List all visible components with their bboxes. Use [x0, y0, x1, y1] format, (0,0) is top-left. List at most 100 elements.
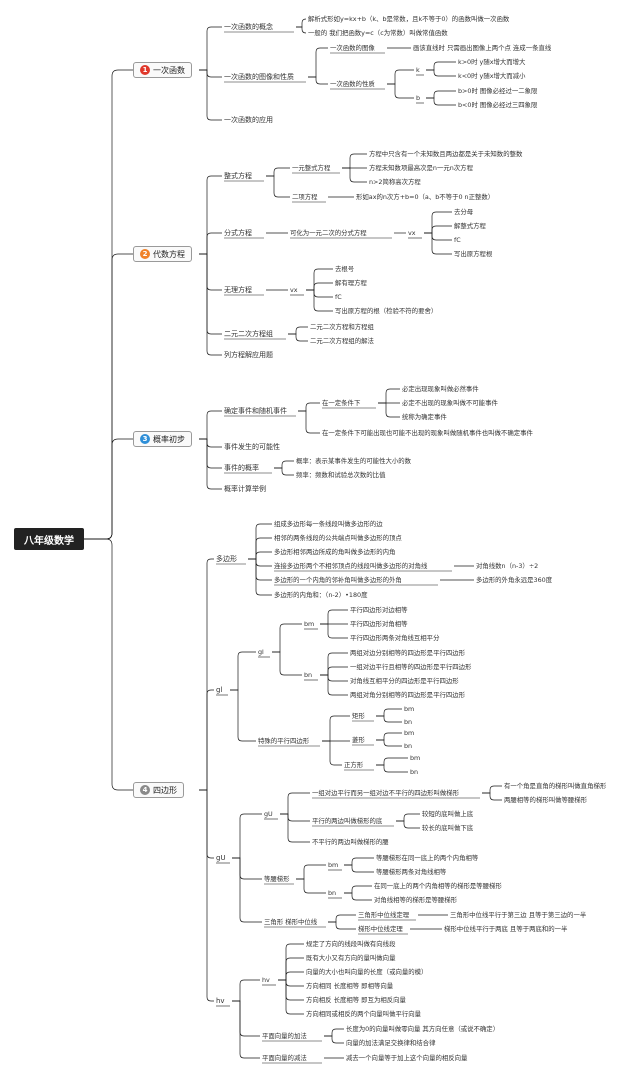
node-d2b2m[interactable]: bm: [404, 729, 415, 737]
node-d2[interactable]: gl: [216, 686, 223, 694]
node-b1a3[interactable]: n>2简称高次方程: [369, 178, 421, 186]
branch-quadrilaterals[interactable]: 4 四边形: [133, 782, 184, 798]
node-d1d[interactable]: 连接多边形两个不相邻顶点的线段叫做多边形的对角线: [274, 562, 428, 570]
node-c1a[interactable]: 在一定条件下: [322, 399, 361, 407]
node-d2b[interactable]: 特殊的平行四边形: [258, 737, 310, 745]
node-c1a3[interactable]: 统称为确定事件: [402, 413, 447, 421]
node-b3[interactable]: 无理方程: [224, 286, 252, 294]
node-d4c1[interactable]: 减去一个向量等于加上这个向量的相反向量: [346, 1054, 468, 1062]
node-c1[interactable]: 确定事件和随机事件: [224, 407, 287, 415]
node-d1e[interactable]: 多边形的一个内角的邻补角叫做多边形的外角: [274, 576, 402, 584]
node-a2[interactable]: 一次函数的图像和性质: [224, 73, 294, 81]
node-b3v3[interactable]: fC: [335, 293, 342, 301]
node-a2b[interactable]: 一次函数的性质: [330, 80, 375, 88]
node-b4a[interactable]: 二元二次方程和方程组: [310, 323, 374, 331]
node-b1a[interactable]: 一元整式方程: [292, 164, 331, 172]
node-a2a1[interactable]: 画该直线时 只需画出图像上两个点 连成一条直线: [413, 44, 552, 52]
branch-algebraic-equations[interactable]: 2 代数方程: [133, 246, 192, 262]
node-d2b1n[interactable]: bn: [404, 718, 413, 726]
node-a2k1[interactable]: k>0时 y随x增大而增大: [458, 58, 526, 66]
node-d4a1[interactable]: 规定了方向的线段叫做有向线段: [306, 940, 396, 948]
node-b2v2[interactable]: 解整式方程: [454, 222, 486, 230]
node-b2v4[interactable]: 写出原方程根: [454, 250, 493, 258]
node-d1c[interactable]: 多边形相邻两边所成的角叫做多边形的内角: [274, 548, 396, 556]
node-b1a2[interactable]: 方程未知数项最高次是n一元n次方程: [369, 164, 473, 172]
node-d2b2[interactable]: 菱形: [352, 736, 365, 744]
node-d3b1b[interactable]: 等腰梯形两条对角线相等: [376, 868, 447, 876]
node-d1e1[interactable]: 多边形的外角永远是360度: [476, 576, 553, 584]
node-b2v[interactable]: vx: [408, 229, 416, 237]
node-d2b3n[interactable]: bn: [410, 768, 419, 776]
node-d3b[interactable]: 等腰梯形: [264, 875, 290, 883]
node-d3b2b[interactable]: 对角线相等的梯形是等腰梯形: [374, 896, 458, 904]
node-d3a1[interactable]: 一组对边平行而另一组对边不平行的四边形叫做梯形: [312, 789, 459, 797]
node-d1b[interactable]: 相邻的两条线段的公共端点叫做多边形的顶点: [274, 534, 402, 542]
node-d2a1[interactable]: bm: [304, 620, 315, 628]
node-d4b[interactable]: 平面向量的加法: [262, 1032, 307, 1040]
node-d2a2d[interactable]: 两组对角分别相等的四边形是平行四边形: [350, 691, 466, 699]
node-d3[interactable]: gU: [216, 854, 226, 862]
node-d3a1b[interactable]: 两腰相等的梯形叫做等腰梯形: [504, 796, 588, 804]
node-d4a5[interactable]: 方向相反 长度相等 即互为相反向量: [306, 996, 406, 1004]
node-d2a2b[interactable]: 一组对边平行且相等的四边形是平行四边形: [350, 663, 472, 671]
node-d3c1a[interactable]: 三角形中位线平行于第三边 且等于第三边的一半: [450, 911, 587, 919]
node-b3v1[interactable]: 去根号: [335, 265, 355, 273]
node-d2b2n[interactable]: bn: [404, 742, 413, 750]
node-b2a[interactable]: 可化为一元二次的分式方程: [290, 229, 367, 237]
node-d4a3[interactable]: 向量的大小也叫向量的长度（或向量的模）: [306, 968, 428, 976]
node-d3b2[interactable]: bn: [328, 889, 337, 897]
node-d2a1b[interactable]: 平行四边形对角相等: [350, 620, 408, 628]
node-d3c1[interactable]: 三角形中位线定理: [358, 911, 410, 919]
node-d3c2[interactable]: 梯形中位线定理: [358, 925, 403, 933]
node-a2k[interactable]: k: [416, 66, 420, 74]
node-d4[interactable]: hv: [216, 997, 225, 1005]
node-d2b3[interactable]: 正方形: [344, 761, 364, 769]
node-d3a2[interactable]: 平行的两边叫做梯形的底: [312, 817, 383, 825]
node-d2b1m[interactable]: bm: [404, 705, 415, 713]
node-a1a[interactable]: 解析式形如y=kx+b（k、b是常数，且k不等于0）的函数叫做一次函数: [308, 15, 510, 23]
root-node[interactable]: 八年级数学: [14, 528, 84, 550]
node-a2bb[interactable]: b: [416, 94, 421, 102]
node-c3a[interactable]: 概率：表示某事件发生的可能性大小的数: [296, 457, 412, 465]
node-d3a[interactable]: gU: [264, 810, 273, 818]
branch-linear-function[interactable]: 1 一次函数: [133, 62, 192, 78]
node-d1a[interactable]: 组成多边形每一条线段叫做多边形的边: [274, 520, 383, 528]
node-a2k2[interactable]: k<0时 y随x增大而减小: [458, 72, 526, 80]
node-d2a2[interactable]: bn: [304, 671, 313, 679]
node-c1b[interactable]: 在一定条件下可能出现也可能不出现的现象叫做随机事件也叫做不确定事件: [322, 429, 533, 437]
node-d4a[interactable]: hv: [262, 976, 270, 984]
node-a2a[interactable]: 一次函数的图像: [330, 44, 375, 52]
node-d1d1[interactable]: 对角线数n（n-3）÷2: [476, 562, 539, 570]
node-b2v3[interactable]: fC: [454, 236, 461, 244]
node-c2[interactable]: 事件发生的可能性: [224, 443, 280, 451]
node-d4b1[interactable]: 长度为0的向量叫做零向量 其方向任意（或说不确定）: [346, 1025, 500, 1033]
node-b1b1[interactable]: 形如ax的n次方+b=0（a、b不等于0 n正整数）: [356, 193, 495, 201]
node-b5[interactable]: 列方程解应用题: [224, 351, 273, 359]
node-a3[interactable]: 一次函数的应用: [224, 116, 273, 124]
node-d3a1a[interactable]: 有一个角是直角的梯形叫做直角梯形: [504, 782, 607, 790]
node-d4b2[interactable]: 向量的加法满足交换律和结合律: [346, 1039, 436, 1047]
node-d3b2a[interactable]: 在同一底上的两个内角相等的梯形是等腰梯形: [374, 882, 502, 890]
node-d3a3[interactable]: 不平行的两边叫做梯形的腰: [312, 838, 389, 846]
node-d3b1a[interactable]: 等腰梯形在同一底上的两个内角相等: [376, 854, 479, 862]
node-b3v4[interactable]: 写出原方程的根（检验不符的要舍）: [335, 307, 438, 315]
node-b1[interactable]: 整式方程: [224, 172, 252, 180]
node-d2a2c[interactable]: 对角线互相平分的四边形是平行四边形: [350, 677, 459, 685]
node-c1a2[interactable]: 必定不出现的现象叫做不可能事件: [402, 399, 498, 407]
node-b3v2[interactable]: 解有理方程: [335, 279, 367, 287]
node-d2b1[interactable]: 矩形: [352, 712, 365, 720]
node-c3b[interactable]: 频率：频数和试验总次数的比值: [296, 471, 386, 479]
node-a2b1[interactable]: b>0时 图像必经过一二象限: [458, 87, 538, 95]
node-d2a2a[interactable]: 两组对边分别相等的四边形是平行四边形: [350, 649, 466, 657]
node-c1a1[interactable]: 必定出现现象叫做必然事件: [402, 385, 479, 393]
node-d4c[interactable]: 平面向量的减法: [262, 1054, 307, 1062]
node-d3c2a[interactable]: 梯形中位线平行于两底 且等于两底和的一半: [444, 925, 568, 933]
node-b2[interactable]: 分式方程: [224, 229, 252, 237]
node-d3b1[interactable]: bm: [328, 861, 339, 869]
node-d3c[interactable]: 三角形 梯形中位线: [264, 918, 318, 926]
node-b2v1[interactable]: 去分母: [454, 208, 474, 216]
node-d2a1c[interactable]: 平行四边形两条对角线互相平分: [350, 634, 440, 642]
node-c3[interactable]: 事件的概率: [224, 464, 259, 472]
node-d1[interactable]: 多边形: [216, 555, 237, 563]
node-d2a1a[interactable]: 平行四边形对边相等: [350, 606, 408, 614]
